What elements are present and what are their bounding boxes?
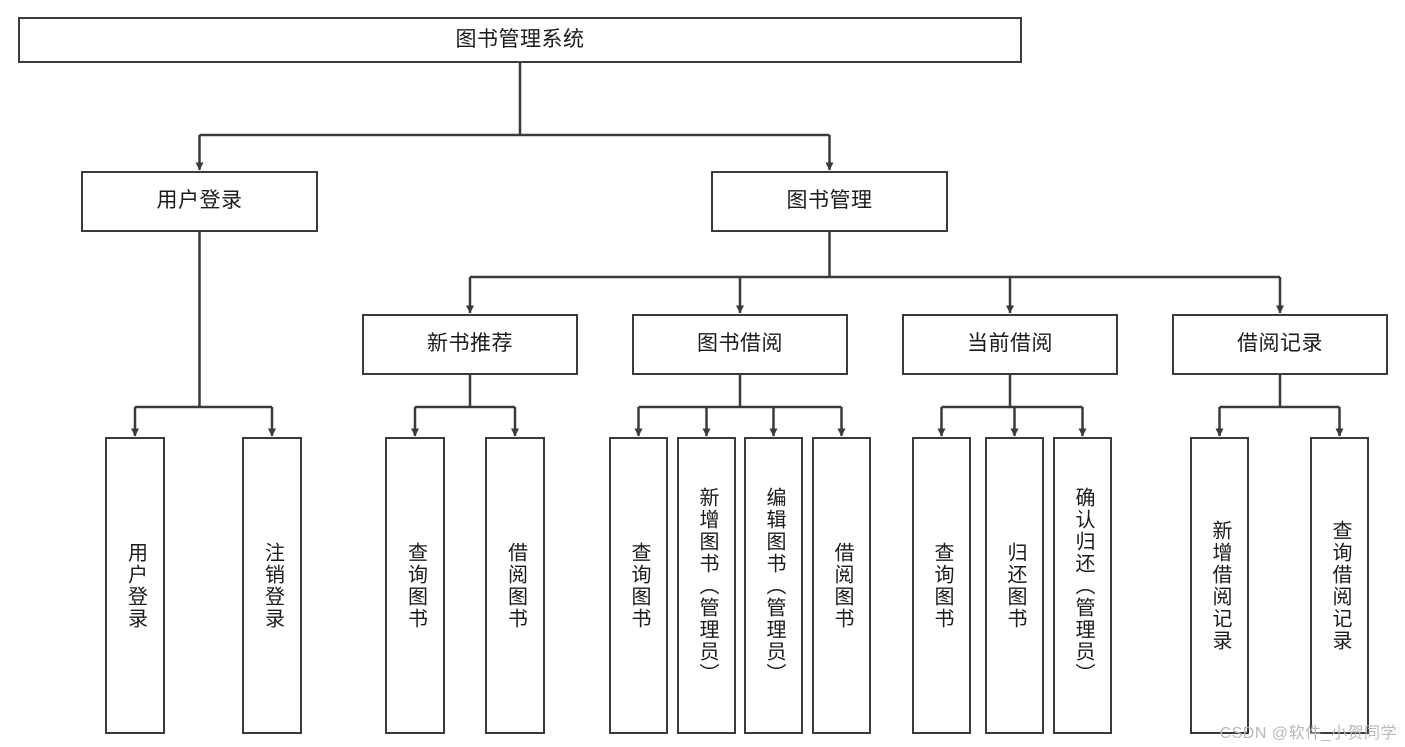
node-leaf-query-book-1[interactable]: 查询图书 bbox=[385, 437, 445, 734]
node-leaf-logout[interactable]: 注销登录 bbox=[242, 437, 302, 734]
node-label-user-login: 用户登录 bbox=[156, 189, 243, 213]
node-leaf-query-book-2[interactable]: 查询图书 bbox=[609, 437, 668, 734]
node-label-leaf-user-login: 用户登录 bbox=[124, 541, 147, 630]
node-label-leaf-logout: 注销登录 bbox=[261, 541, 284, 630]
node-leaf-query-record[interactable]: 查询借阅记录 bbox=[1310, 437, 1369, 734]
node-label-leaf-query-book-1: 查询图书 bbox=[404, 541, 427, 630]
node-leaf-confirm-return[interactable]: 确认归还（管理员） bbox=[1053, 437, 1112, 734]
node-label-new-book-rec: 新书推荐 bbox=[427, 332, 513, 356]
node-leaf-return-book[interactable]: 归还图书 bbox=[985, 437, 1044, 734]
node-label-leaf-add-book: 新增图书（管理员） bbox=[696, 486, 718, 685]
node-user-login[interactable]: 用户登录 bbox=[81, 171, 318, 232]
node-label-leaf-query-book-3: 查询图书 bbox=[931, 541, 953, 630]
node-label-leaf-return-book: 归还图书 bbox=[1004, 541, 1026, 630]
node-new-book-rec[interactable]: 新书推荐 bbox=[362, 314, 578, 375]
node-book-manage[interactable]: 图书管理 bbox=[711, 171, 948, 232]
node-label-root: 图书管理系统 bbox=[455, 27, 585, 51]
node-root[interactable]: 图书管理系统 bbox=[18, 17, 1022, 63]
node-label-leaf-query-book-2: 查询图书 bbox=[628, 541, 650, 630]
node-label-current-borrow: 当前借阅 bbox=[967, 332, 1053, 356]
node-label-book-manage: 图书管理 bbox=[786, 189, 873, 213]
node-label-leaf-query-record: 查询借阅记录 bbox=[1329, 519, 1351, 652]
node-label-borrow-record: 借阅记录 bbox=[1237, 332, 1323, 356]
node-current-borrow[interactable]: 当前借阅 bbox=[902, 314, 1118, 375]
node-label-book-borrow: 图书借阅 bbox=[697, 332, 783, 356]
csdn-watermark: CSDN @软件_小贺同学 bbox=[1219, 725, 1397, 742]
node-label-leaf-borrow-book-2: 借阅图书 bbox=[831, 541, 853, 630]
node-leaf-add-book[interactable]: 新增图书（管理员） bbox=[677, 437, 736, 734]
node-label-leaf-borrow-book-1: 借阅图书 bbox=[504, 541, 527, 630]
node-leaf-borrow-book-1[interactable]: 借阅图书 bbox=[485, 437, 545, 734]
node-leaf-borrow-book-2[interactable]: 借阅图书 bbox=[812, 437, 871, 734]
node-label-leaf-add-record: 新增借阅记录 bbox=[1209, 519, 1231, 652]
node-leaf-edit-book[interactable]: 编辑图书（管理员） bbox=[744, 437, 803, 734]
node-borrow-record[interactable]: 借阅记录 bbox=[1172, 314, 1388, 375]
node-label-leaf-confirm-return: 确认归还（管理员） bbox=[1072, 486, 1094, 685]
node-label-leaf-edit-book: 编辑图书（管理员） bbox=[763, 486, 785, 685]
node-leaf-user-login[interactable]: 用户登录 bbox=[105, 437, 165, 734]
node-leaf-add-record[interactable]: 新增借阅记录 bbox=[1190, 437, 1249, 734]
node-book-borrow[interactable]: 图书借阅 bbox=[632, 314, 848, 375]
node-leaf-query-book-3[interactable]: 查询图书 bbox=[912, 437, 971, 734]
